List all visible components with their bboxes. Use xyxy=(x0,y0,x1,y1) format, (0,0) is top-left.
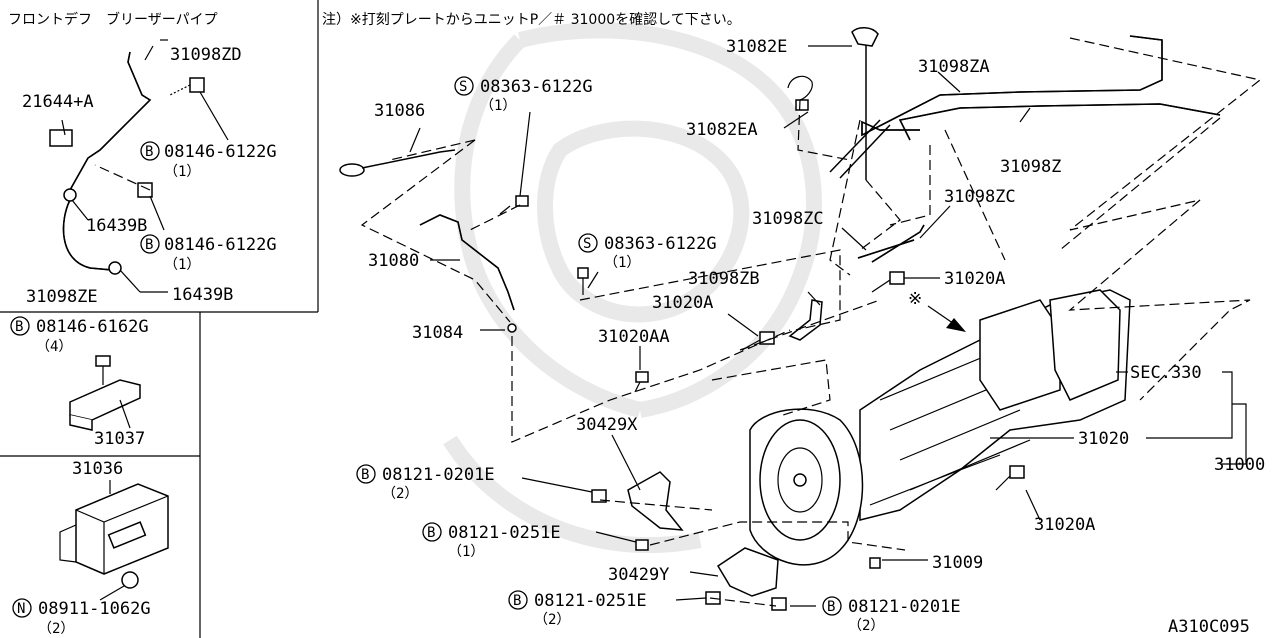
screw-qty: （1） xyxy=(604,255,640,271)
bolt-symbol xyxy=(140,234,160,254)
label-31098Z: 31098Z xyxy=(1000,157,1061,177)
label-31020A: 31020A xyxy=(652,293,713,313)
leader-lines xyxy=(409,45,1247,607)
screw-symbol xyxy=(578,233,598,253)
bolt-head-shape xyxy=(189,77,205,93)
bolt-code: 08121-0201E xyxy=(382,465,495,485)
label-31080: 31080 xyxy=(368,251,419,271)
bolt-symbol xyxy=(140,141,160,161)
label-31020: 31020 xyxy=(1078,429,1129,449)
bracket-shape xyxy=(69,379,141,421)
bolt-code: 08121-0201E xyxy=(848,597,961,617)
label-31020A: 31020A xyxy=(944,269,1005,289)
label-31020AA: 31020AA xyxy=(598,327,670,347)
label-31086: 31086 xyxy=(374,101,425,121)
bolt-symbol-letter: B xyxy=(145,237,153,253)
bolt-code: 08121-0251E xyxy=(534,591,647,611)
o-ring-31084-shape xyxy=(507,323,517,333)
label-31084: 31084 xyxy=(412,323,463,343)
bolt-code: 08146-6162G xyxy=(36,317,149,337)
transmission-assembly-shape xyxy=(749,289,1131,566)
label-31082EA: 31082EA xyxy=(686,120,758,140)
screw-symbol xyxy=(454,76,474,96)
bolt-symbol-letter: B xyxy=(361,467,369,483)
clamp-31082E-shape xyxy=(851,27,879,47)
screw-qty: （1） xyxy=(480,98,516,114)
label-31036: 31036 xyxy=(72,459,123,479)
bracket-30429Y-shape xyxy=(716,547,779,597)
nut-symbol-letter: N xyxy=(17,601,25,617)
label-16439B: 16439B xyxy=(172,285,233,305)
clip-21644-shape xyxy=(49,129,73,147)
bolt-code: 08146-6122G xyxy=(164,142,277,162)
bolt-qty: （1） xyxy=(164,164,200,180)
label-31082E: 31082E xyxy=(726,37,787,57)
label-31098ZD: 31098ZD xyxy=(170,45,242,65)
main-diagram: 31082E 31098ZA 31082EA 31098Z S 08363-61… xyxy=(339,27,1265,634)
label-31000: 31000 xyxy=(1214,455,1265,475)
bolt-code: 08121-0251E xyxy=(448,523,561,543)
bolt-symbol xyxy=(508,590,528,610)
watermark-emblem xyxy=(443,22,822,554)
bolt-qty: （2） xyxy=(848,618,884,634)
bolt-qty: （1） xyxy=(164,257,200,273)
drawing-code: A310C095 xyxy=(1168,617,1250,637)
label-31020A: 31020A xyxy=(1034,515,1095,535)
guide-lines xyxy=(360,37,1262,607)
unit-note: 注）※打刻プレートからユニットP／＃ 31000を確認して下さい。 xyxy=(322,11,741,28)
screw-code: 08363-6122G xyxy=(604,234,717,254)
bolt-symbol xyxy=(822,596,842,616)
bolt-symbol-letter: B xyxy=(827,599,835,615)
screw-symbol-letter: S xyxy=(459,79,467,95)
inset-frames xyxy=(0,0,319,638)
bolt-qty: （2） xyxy=(382,486,418,502)
bracket-30429X-shape xyxy=(627,471,684,531)
bolt-symbol-letter: B xyxy=(513,593,521,609)
bolt-qty: （1） xyxy=(448,544,484,560)
dipstick-handle-shape xyxy=(339,163,365,177)
section-reference: SEC.330 xyxy=(1130,363,1202,383)
transfer-case-shape xyxy=(1049,289,1121,401)
bolt-symbol-letter: B xyxy=(15,319,23,335)
label-31098ZC: 31098ZC xyxy=(944,187,1016,207)
screw-code: 08363-6122G xyxy=(480,77,593,97)
bolt-code: 08146-6122G xyxy=(164,235,277,255)
label-31009: 31009 xyxy=(932,553,983,573)
inset-title: フロントデフ ブリーザーパイプ xyxy=(8,11,218,28)
bolt-symbol xyxy=(422,522,442,542)
label-31098ZE: 31098ZE xyxy=(26,287,98,307)
bolt-symbol-letter: B xyxy=(145,144,153,160)
label-30429X: 30429X xyxy=(576,415,638,435)
inset-module: 31036 N 08911-1062G （2） xyxy=(12,459,169,637)
label-16439B: 16439B xyxy=(86,216,147,236)
label-21644A: 21644+A xyxy=(22,92,94,112)
screw-symbol-letter: S xyxy=(583,236,591,252)
label-31098ZB: 31098ZB xyxy=(688,269,760,289)
inset-bracket: B 08146-6162G （4） 31037 xyxy=(10,316,149,449)
label-31098ZA: 31098ZA xyxy=(918,57,990,77)
label-30429Y: 30429Y xyxy=(608,565,669,585)
bolt-qty: （2） xyxy=(534,612,570,628)
reference-mark: ※ xyxy=(908,289,922,309)
label-31098ZC: 31098ZC xyxy=(752,209,824,229)
bolt-symbol-letter: B xyxy=(427,525,435,541)
inset-breather: 31098ZD 21644+A B 08146-6122G （1） 16439B… xyxy=(22,39,277,307)
nut-code: 08911-1062G xyxy=(38,599,151,619)
bolt-qty: （4） xyxy=(36,339,72,355)
nut-qty: （2） xyxy=(38,621,74,637)
arrow-icon xyxy=(946,318,966,332)
label-31037: 31037 xyxy=(94,429,145,449)
bolt-symbol xyxy=(356,464,376,484)
